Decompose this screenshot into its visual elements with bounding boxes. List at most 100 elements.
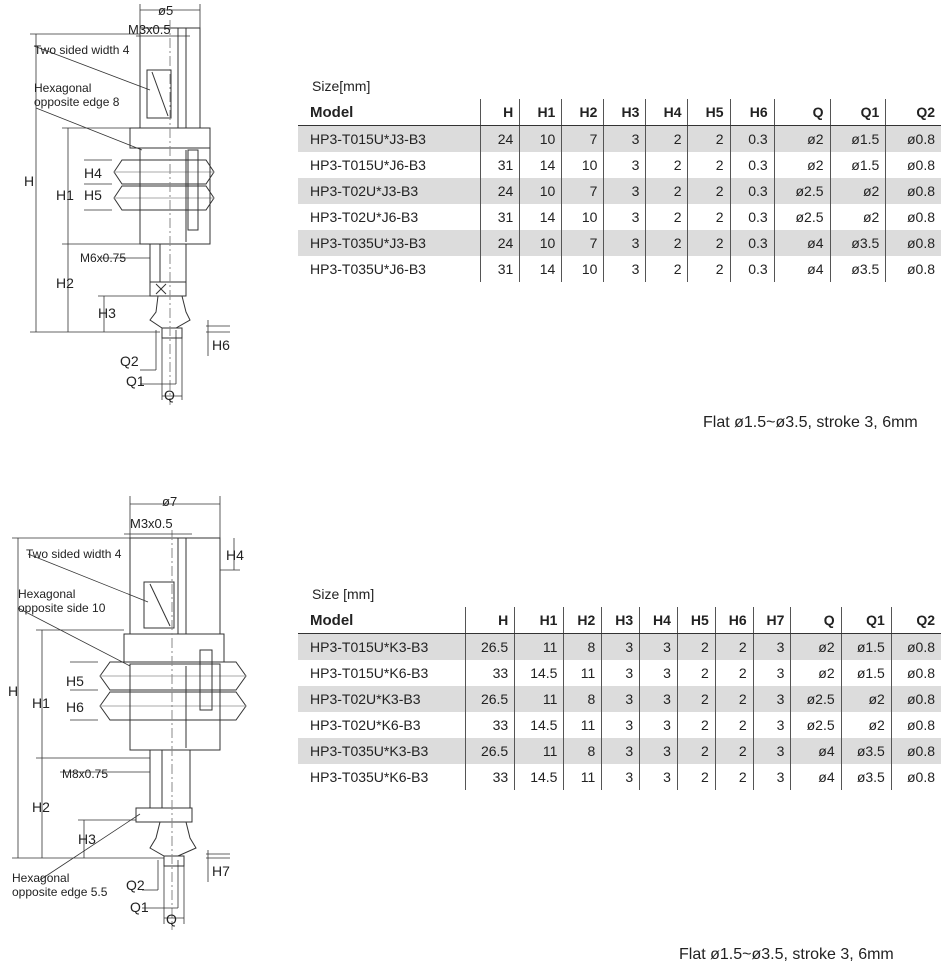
col-header: H4: [645, 99, 688, 126]
col-header: H: [464, 607, 515, 634]
value-cell: ø2: [829, 178, 886, 204]
value-cell: 3: [601, 712, 640, 738]
value-cell: 2: [676, 764, 716, 790]
value-cell: ø2: [790, 660, 842, 686]
value-cell: 14.5: [514, 660, 564, 686]
dim-q1: Q1: [126, 373, 145, 389]
dim-thread-mid: M8x0.75: [62, 767, 108, 781]
dim-thread-top: M3x0.5: [128, 22, 171, 37]
value-cell: ø0.8: [890, 633, 941, 660]
value-cell: 7: [561, 125, 604, 152]
value-cell: 3: [639, 738, 678, 764]
dim-thread-mid: M6x0.75: [80, 251, 126, 265]
value-cell: 3: [752, 764, 791, 790]
value-cell: 0.3: [729, 230, 775, 256]
model-cell: HP3-T035U*J3-B3: [298, 230, 481, 256]
col-header: Q: [773, 99, 830, 126]
value-cell: 3: [603, 152, 646, 178]
dim-q1: Q1: [130, 899, 149, 915]
value-cell: 2: [645, 152, 688, 178]
value-cell: ø0.8: [890, 738, 941, 764]
value-cell: 2: [676, 712, 716, 738]
value-cell: ø4: [790, 764, 842, 790]
value-cell: 2: [676, 660, 716, 686]
value-cell: 10: [561, 152, 604, 178]
value-cell: 0.3: [729, 125, 775, 152]
value-cell: 2: [714, 764, 754, 790]
section1-spec-table: Model H H1 H2 H3 H4 H5 H6 Q Q1 Q2 HP3-T0…: [298, 99, 941, 282]
value-cell: 2: [687, 256, 731, 282]
value-cell: 3: [603, 256, 646, 282]
value-cell: 14: [519, 152, 562, 178]
col-header: H5: [687, 99, 731, 126]
dim-h1: H1: [32, 695, 50, 711]
value-cell: 2: [714, 712, 754, 738]
value-cell: 2: [645, 125, 688, 152]
dim-hex-line2: opposite edge 8: [34, 95, 120, 109]
value-cell: 8: [563, 738, 602, 764]
value-cell: ø3.5: [840, 764, 892, 790]
value-cell: 14.5: [514, 712, 564, 738]
value-cell: ø0.8: [890, 686, 941, 712]
col-header: H1: [514, 607, 564, 634]
value-cell: 2: [687, 204, 731, 230]
col-header: H2: [563, 607, 602, 634]
value-cell: ø0.8: [885, 152, 941, 178]
col-header: H: [480, 99, 520, 126]
value-cell: 3: [603, 230, 646, 256]
model-cell: HP3-T015U*J6-B3: [310, 157, 426, 173]
model-cell: HP3-T02U*K3-B3: [298, 686, 466, 712]
model-cell: HP3-T035U*J6-B3: [310, 261, 426, 277]
dim-h: H: [8, 683, 18, 699]
value-cell: ø2.5: [790, 712, 842, 738]
value-cell: 10: [561, 204, 604, 230]
value-cell: 24: [480, 178, 520, 204]
dim-h6: H6: [66, 699, 84, 715]
value-cell: 2: [676, 738, 716, 764]
section2-spec-table: Model H H1 H2 H3 H4 H5 H6 H7 Q Q1 Q2 HP3…: [298, 607, 941, 790]
section2-caption: Flat ø1.5~ø3.5, stroke 3, 6mm: [679, 946, 894, 963]
value-cell: 2: [714, 633, 754, 660]
value-cell: 14.5: [514, 764, 564, 790]
dim-top-dia: ø5: [158, 3, 173, 18]
value-cell: ø2: [829, 204, 886, 230]
value-cell: 3: [601, 738, 640, 764]
model-cell: HP3-T015U*K6-B3: [310, 665, 429, 681]
value-cell: 10: [519, 178, 562, 204]
model-cell: HP3-T015U*K3-B3: [298, 633, 466, 660]
value-cell: 3: [601, 686, 640, 712]
value-cell: 11: [563, 764, 602, 790]
value-cell: ø1.5: [829, 125, 886, 152]
table-header-row: Model H H1 H2 H3 H4 H5 H6 H7 Q Q1 Q2: [298, 607, 941, 634]
value-cell: ø0.8: [885, 178, 941, 204]
value-cell: 2: [645, 256, 688, 282]
value-cell: 33: [464, 764, 515, 790]
value-cell: 3: [601, 633, 640, 660]
value-cell: 3: [603, 204, 646, 230]
value-cell: 26.5: [464, 633, 515, 660]
dim-h5: H5: [66, 673, 84, 689]
value-cell: 11: [514, 738, 564, 764]
value-cell: 2: [687, 230, 731, 256]
value-cell: 3: [639, 660, 678, 686]
dim-hex-line1: Hexagonal: [34, 81, 91, 95]
table-header-row: Model H H1 H2 H3 H4 H5 H6 Q Q1 Q2: [298, 99, 941, 126]
col-header: Q2: [890, 607, 941, 634]
dim-h2: H2: [56, 275, 74, 291]
model-cell: HP3-T02U*J6-B3: [310, 209, 419, 225]
value-cell: ø1.5: [840, 660, 892, 686]
value-cell: 3: [601, 660, 640, 686]
value-cell: 2: [687, 152, 731, 178]
value-cell: 7: [561, 178, 604, 204]
dim-h4: H4: [84, 165, 102, 181]
dim-two-sided: Two sided width 4: [34, 43, 130, 57]
value-cell: 2: [687, 125, 731, 152]
value-cell: 3: [752, 633, 791, 660]
value-cell: ø0.8: [890, 712, 941, 738]
value-cell: 7: [561, 230, 604, 256]
